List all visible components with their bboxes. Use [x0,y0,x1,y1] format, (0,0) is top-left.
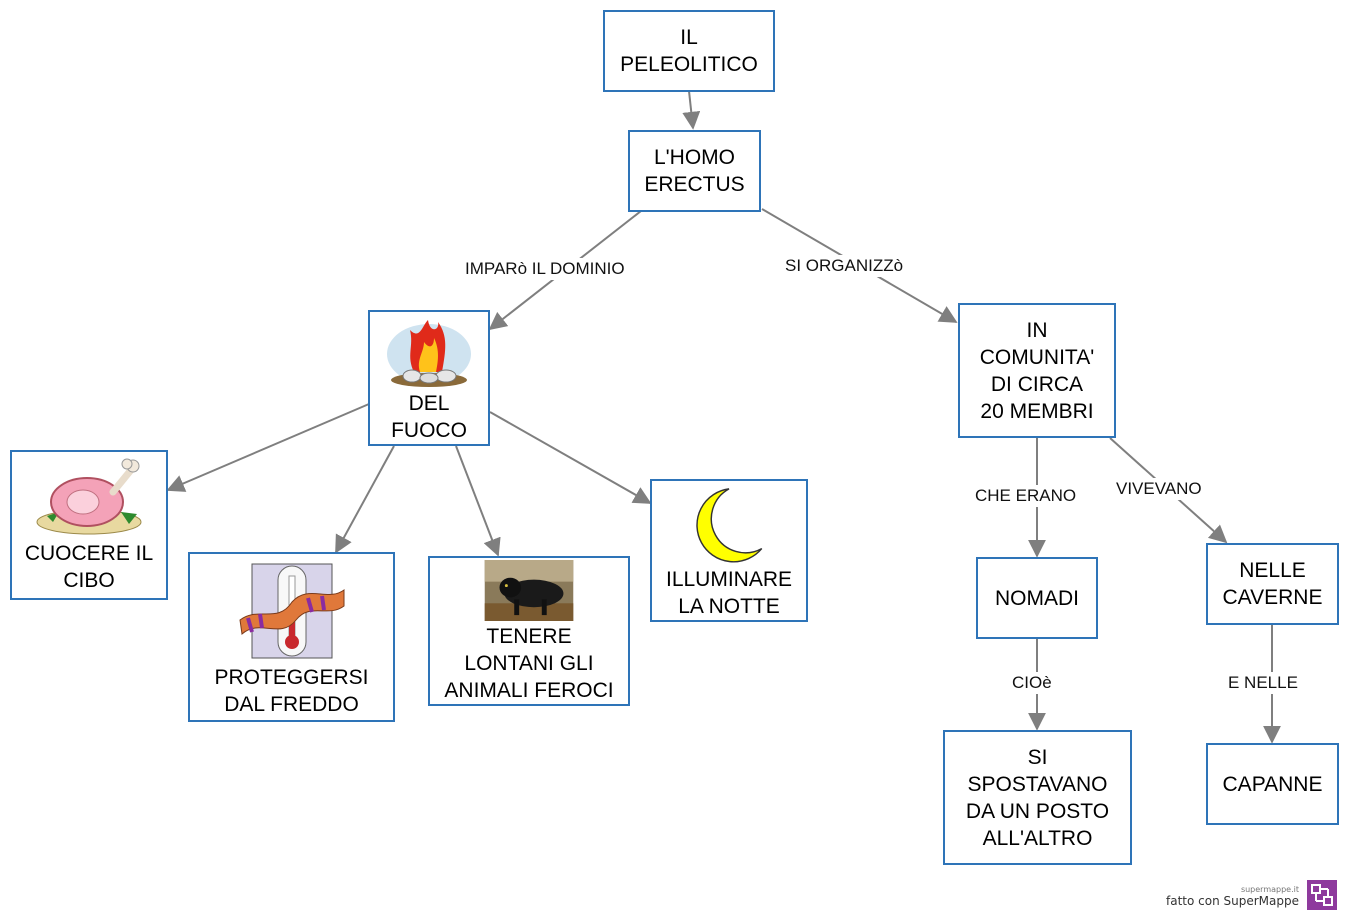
roast-meat-icon [36,458,142,535]
node-paleolitico[interactable]: IL PELEOLITICO [603,10,775,92]
crescent-moon-icon [696,488,763,563]
node-nomadi[interactable]: NOMADI [976,557,1098,639]
edge-fuoco-freddo [335,445,395,554]
edge-label-enelle: E NELLE [1226,672,1300,694]
edge-fuoco-notte [489,411,652,504]
supermappe-logo-icon [1307,880,1337,910]
node-nomadi-label: NOMADI [995,586,1079,610]
edge-label-erano: CHE ERANO [973,485,1079,507]
edge-label-cioe: CIOè [1010,672,1054,694]
node-capanne[interactable]: CAPANNE [1206,743,1339,825]
node-paleolitico-label: IL PELEOLITICO [620,26,758,76]
node-spostavano[interactable]: SI SPOSTAVANO DA UN POSTO ALL'ALTRO [943,730,1132,865]
node-caverne-label: NELLE CAVERNE [1222,559,1323,609]
node-homo-erectus[interactable]: L'HOMO ERECTUS [628,130,761,212]
edge-paleolitico-homo [682,90,701,130]
thermometer-scarf-icon [238,563,344,659]
edge-label-impar: IMPARò IL DOMINIO [463,258,627,280]
node-cibo-label: CUOCERE IL CIBO [24,542,154,592]
edge-label-vivevano: VIVEVANO [1114,478,1204,500]
node-fuoco-label: DEL FUOCO [391,392,467,442]
edge-label-organizz: SI ORGANIZZò [783,255,906,277]
node-capanne-label: CAPANNE [1222,772,1323,796]
node-spostavano-label: SI SPOSTAVANO DA UN POSTO ALL'ALTRO [965,745,1110,850]
campfire-icon [387,320,471,387]
node-animali[interactable]: TENERE LONTANI GLI ANIMALI FEROCI [428,556,630,706]
footer-site: supermappe.it [1240,885,1299,894]
node-notte[interactable]: ILLUMINARE LA NOTTE [650,479,808,622]
node-homo-label: L'HOMO ERECTUS [644,146,745,196]
node-comunita-label: IN COMUNITA' DI CIRCA 20 MEMBRI [979,318,1095,423]
node-cibo[interactable]: CUOCERE IL CIBO [10,450,168,600]
node-caverne[interactable]: NELLE CAVERNE [1206,543,1339,625]
node-notte-label: ILLUMINARE LA NOTTE [665,568,793,618]
footer-credit-text: fatto con SuperMappe [1166,894,1299,908]
edge-fuoco-animali [455,445,501,557]
node-fuoco[interactable]: DEL FUOCO [368,310,490,446]
node-comunita[interactable]: IN COMUNITA' DI CIRCA 20 MEMBRI [958,303,1116,438]
node-freddo-label: PROTEGGERSI DAL FREDDO [214,666,369,716]
node-animali-label: TENERE LONTANI GLI ANIMALI FEROCI [444,625,614,702]
panther-photo-icon [484,560,574,621]
footer-credit: supermappe.it fatto con SuperMappe [1166,885,1299,908]
node-freddo[interactable]: PROTEGGERSI DAL FREDDO [188,552,395,722]
edge-fuoco-cibo [166,403,370,492]
